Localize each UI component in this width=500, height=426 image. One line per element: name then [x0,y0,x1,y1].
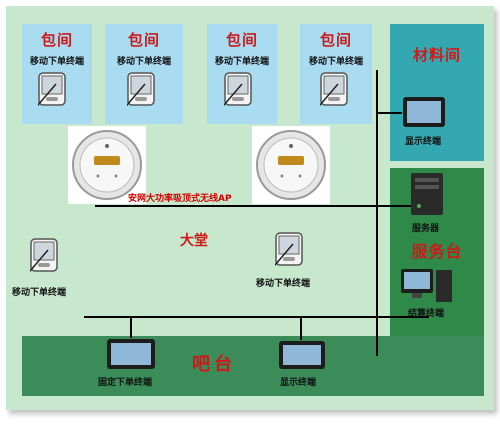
pda-icon [30,238,58,272]
ap-bus [95,205,440,207]
checkout-terminal-label: 结算终端 [408,309,445,319]
pda-icon [275,232,303,266]
storeroom-zone: 材料间 [390,24,484,161]
drop-fixed-terminal [130,316,132,338]
storeroom-device-label: 显示终端 [405,137,442,147]
private-room-device-label: 移动下单终端 [308,57,363,67]
private-room-title: 包间 [319,31,352,49]
bar-counter-title: 吧台 [192,354,236,375]
monitor-icon [403,97,445,127]
hall-left-device-label: 移动下单终端 [12,288,67,298]
fixed-terminal-label: 固定下单终端 [98,378,153,388]
storeroom-title: 材料间 [412,46,461,64]
private-room-device-label: 移动下单终端 [116,57,171,67]
link-storeroom-display [376,112,402,114]
ceiling-ap-icon [256,130,326,200]
pda-icon [224,72,252,106]
hall-right-device-label: 移动下单终端 [256,279,311,289]
checkout-terminal-icon [401,269,452,302]
service-desk-title: 服务台 [411,242,463,261]
pda-icon [320,72,348,106]
pda-icon [38,72,66,106]
monitor-icon [107,339,155,369]
wireless-ap-caption: 安网大功率吸顶式无线AP [128,194,232,204]
private-room-device-label: 移动下单终端 [214,57,269,67]
private-room-title: 包间 [225,31,258,49]
server-icon [411,173,443,215]
vertical-backbone [376,70,378,356]
ceiling-ap-icon [72,130,142,200]
private-room-2: 包间 移动下单终端 [105,24,183,124]
wireless-ap-right [252,126,330,204]
server-label: 服务器 [412,224,440,234]
private-room-device-label: 移动下单终端 [29,57,84,67]
hall-title: 大堂 [180,233,208,249]
pda-icon [127,72,155,106]
bar-counter-zone: 吧台 [22,336,484,396]
wireless-ap-left [68,126,146,204]
private-room-title: 包间 [127,31,160,49]
bar-display-label: 显示终端 [280,378,317,388]
private-room-title: 包间 [40,31,73,49]
bar-bus [84,316,429,318]
monitor-icon [279,341,325,369]
drop-bar-display [300,316,302,340]
